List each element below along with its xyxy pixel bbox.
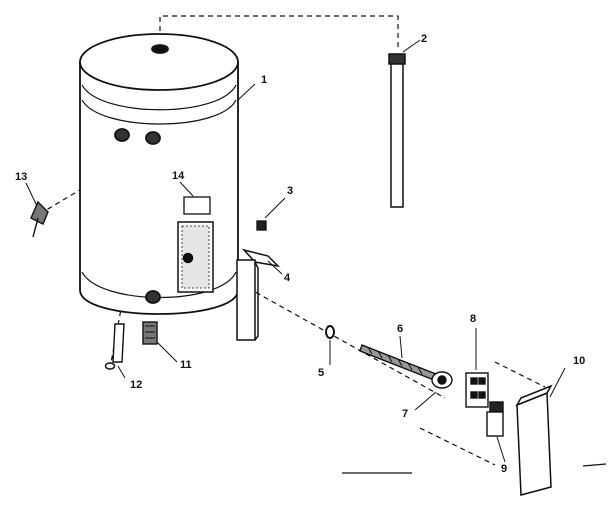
- drain-valve: [142, 321, 158, 345]
- callout-relief-valve: 13: [15, 171, 27, 183]
- thermostat-clip: [256, 220, 267, 231]
- relief-valve: [30, 200, 49, 238]
- callout-thermostat-clip: 3: [287, 185, 293, 197]
- callout-element-gasket: 7: [402, 408, 408, 420]
- access-panel-opening: [177, 221, 214, 293]
- callout-access-cover: 10: [573, 355, 585, 367]
- callout-heating-element: 6: [397, 323, 403, 335]
- label-pointers: [25, 39, 566, 463]
- callout-drain-valve: 11: [180, 359, 192, 371]
- callout-bracket: 4: [284, 272, 291, 284]
- callout-gasket: 5: [318, 367, 324, 379]
- dip-tube: [388, 53, 406, 208]
- heating-element: [359, 344, 453, 389]
- access-cover: [515, 384, 553, 496]
- scan-marks: [342, 463, 607, 474]
- water-heater-tank: [79, 33, 239, 315]
- callout-rating-plate: 14: [172, 170, 185, 182]
- nipple: [104, 323, 125, 370]
- part-callouts: 1 2 3 4 5 6 7 8 9 10 11 12 13 14: [15, 33, 585, 475]
- callout-dip-tube: 2: [421, 33, 427, 45]
- thermostat: [465, 372, 489, 408]
- callout-thermostat: 8: [470, 313, 476, 325]
- bracket: [236, 248, 281, 341]
- insulation-pad: [486, 401, 504, 437]
- callout-nipple: 12: [130, 379, 142, 391]
- callout-tank: 1: [261, 74, 267, 86]
- callout-insulation-pad: 9: [501, 463, 507, 475]
- rating-plate: [183, 196, 211, 215]
- gasket: [325, 325, 335, 339]
